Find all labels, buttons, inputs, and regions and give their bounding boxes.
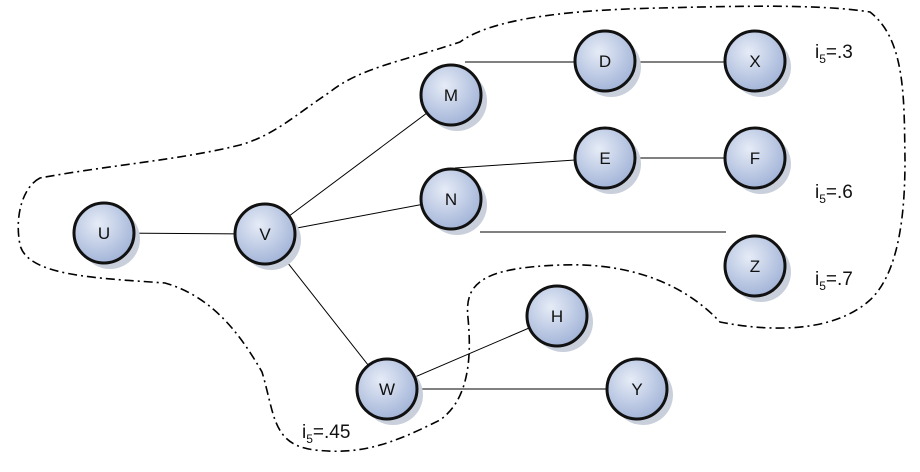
node-circle (72, 201, 136, 265)
node-label: Y (631, 380, 642, 399)
node-circle (525, 284, 589, 348)
node-label: Z (750, 257, 760, 276)
node-n[interactable]: N (419, 167, 487, 235)
node-d[interactable]: D (573, 29, 641, 97)
node-m[interactable]: M (419, 63, 487, 131)
node-label: D (599, 52, 611, 71)
node-f[interactable]: F (723, 126, 791, 194)
annotation-x: i5=.3 (815, 42, 853, 66)
annotation-w: i5=.45 (302, 422, 350, 446)
node-layer: U V M N W D X E F Z H Y (72, 29, 791, 425)
edge-v-m (264, 94, 452, 235)
node-label: H (551, 307, 563, 326)
node-circle (233, 202, 297, 266)
node-y[interactable]: Y (605, 357, 673, 425)
node-label: X (749, 52, 760, 71)
cluster-boundary (17, 5, 906, 453)
node-circle (573, 126, 637, 190)
node-circle (419, 63, 483, 127)
node-label: M (444, 86, 458, 105)
node-label: N (445, 190, 457, 209)
node-label: E (599, 149, 610, 168)
annotation-f: i5=.6 (815, 182, 853, 206)
node-v[interactable]: V (233, 202, 301, 270)
node-circle (723, 126, 787, 190)
node-e[interactable]: E (573, 126, 641, 194)
annotation-z: i5=.7 (815, 269, 853, 293)
node-label: U (98, 224, 110, 243)
node-circle (723, 234, 787, 298)
node-x[interactable]: X (723, 29, 791, 97)
node-h[interactable]: H (525, 284, 593, 352)
node-label: V (259, 225, 271, 244)
node-z[interactable]: Z (723, 234, 791, 302)
node-circle (573, 29, 637, 93)
node-circle (605, 357, 669, 421)
node-w[interactable]: W (355, 357, 423, 425)
node-circle (419, 167, 483, 231)
node-circle (723, 29, 787, 93)
node-label: W (379, 380, 395, 399)
node-circle (355, 357, 419, 421)
node-label: F (750, 149, 760, 168)
node-u[interactable]: U (72, 201, 140, 269)
